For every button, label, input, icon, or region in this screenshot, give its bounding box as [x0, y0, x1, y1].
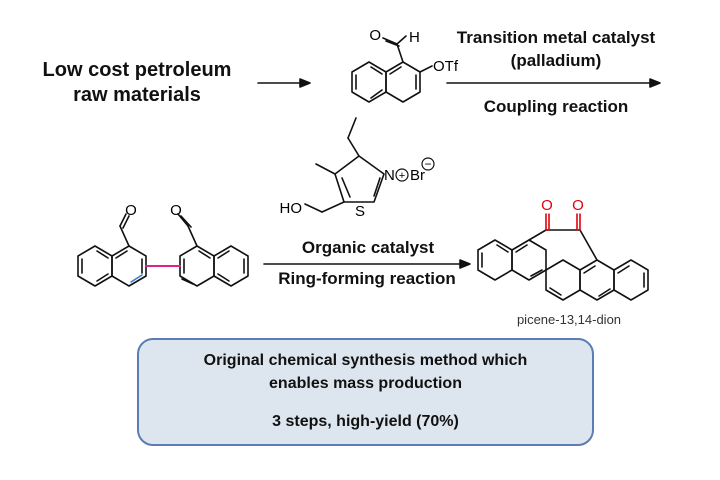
- catalyst-s: S: [355, 203, 365, 220]
- summary-box: Original chemical synthesis method which…: [137, 338, 594, 446]
- binaphthyl-dialdehyde-structure: [77, 213, 249, 287]
- intermediate-aldehyde-o: O: [369, 27, 381, 44]
- step1-arrow-b: [446, 78, 661, 88]
- naphthaldehyde-triflate-structure: [351, 35, 433, 103]
- catalyst-n: N: [384, 167, 395, 184]
- thiazolium-catalyst-structure: [304, 117, 385, 213]
- starting-material-line1: Low cost petroleum: [42, 59, 232, 81]
- reactant-o1: O: [125, 202, 137, 219]
- positive-charge-icon: [395, 168, 409, 182]
- catalyst-minus: −: [424, 157, 431, 171]
- step1-catalyst-line1: Transition metal catalyst: [456, 28, 656, 47]
- intermediate-triflate: OTf: [433, 58, 459, 75]
- step2-reaction-label: Ring-forming reaction: [278, 269, 456, 288]
- product-name-label: picene-13,14-dion: [516, 312, 622, 327]
- negative-charge-icon: [421, 157, 435, 171]
- picene-dione-structure: [477, 229, 649, 301]
- carbonyl-bonds: [545, 213, 581, 231]
- step1-catalyst-line2: (palladium): [510, 51, 602, 70]
- catalyst-ho: HO: [280, 200, 303, 217]
- starting-material-line2: raw materials: [73, 84, 201, 106]
- catalyst-br: Br: [410, 167, 425, 184]
- reactant-o2: O: [170, 202, 182, 219]
- starting-material-label: Low cost petroleum raw materials: [22, 58, 252, 108]
- summary-line2: enables mass production: [269, 375, 462, 392]
- step2-catalyst-label: Organic catalyst: [301, 238, 435, 257]
- intermediate-aldehyde-h: H: [409, 29, 420, 46]
- catalyst-plus: +: [399, 170, 405, 182]
- step2-arrow: [263, 259, 471, 269]
- summary-highlight: 3 steps, high-yield (70%): [272, 413, 459, 430]
- step1-catalyst-label: Transition metal catalyst (palladium): [438, 26, 674, 72]
- product-o1: O: [541, 197, 553, 214]
- summary-line1: Original chemical synthesis method which: [203, 352, 528, 369]
- step1-arrow-a: [257, 78, 311, 88]
- step1-reaction-label: Coupling reaction: [483, 97, 629, 116]
- product-o2: O: [572, 197, 584, 214]
